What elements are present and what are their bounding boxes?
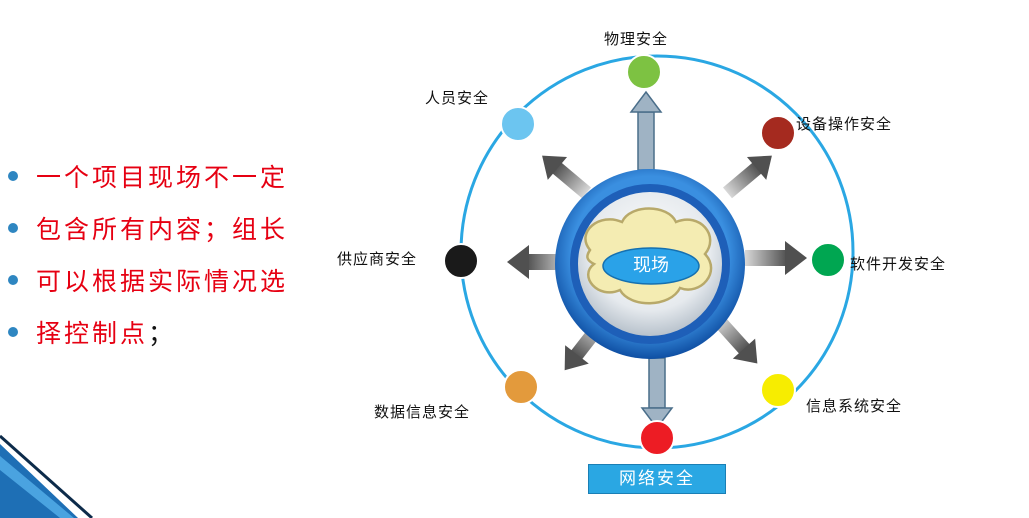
node-label-software-dev: 软件开发安全 (850, 255, 947, 273)
node-info-system (760, 372, 796, 408)
bullet-dot (8, 223, 18, 233)
center-label: 现场 (633, 255, 669, 276)
node-label-data-info: 数据信息安全 (374, 403, 471, 421)
center-ellipse (602, 247, 700, 285)
arrow-lower-right (713, 315, 758, 364)
list-item: 可以根据实际情况选 (8, 254, 328, 306)
bullet-text: 一个项目现场不一定 (36, 163, 289, 192)
node-label-info-system: 信息系统安全 (806, 397, 903, 415)
bullet-dot (8, 171, 18, 181)
bullet-text: 可以根据实际情况选 (36, 267, 289, 296)
list-item: 择控制点； (8, 306, 328, 358)
node-device-ops (760, 115, 796, 151)
node-physical (626, 54, 662, 90)
arrow-right (745, 241, 807, 275)
node-personnel (500, 106, 536, 142)
bullet-tail: ； (148, 319, 177, 348)
arrow-down (640, 357, 674, 430)
arrow-group (507, 90, 807, 430)
bullet-list: 一个项目现场不一定 包含所有内容；组长 可以根据实际情况选 择控制点； (8, 150, 328, 358)
node-network (639, 420, 675, 456)
node-data-info (503, 369, 539, 405)
node-supplier (443, 243, 479, 279)
list-item: 包含所有内容；组长 (8, 202, 328, 254)
node-group (443, 54, 846, 456)
node-label-physical: 物理安全 (604, 30, 669, 48)
node-label-personnel: 人员安全 (425, 89, 490, 107)
bullet-dot (8, 327, 18, 337)
bullet-text: 择控制点 (36, 319, 149, 348)
bullet-dot (8, 275, 18, 285)
node-label-supplier: 供应商安全 (337, 250, 418, 268)
network-label-box: 网络安全 (588, 464, 726, 494)
node-software-dev (810, 242, 846, 278)
arrow-upper-left (542, 155, 592, 199)
list-item: 一个项目现场不一定 (8, 150, 328, 202)
arrow-upper-right (722, 155, 772, 199)
node-label-device-ops: 设备操作安全 (796, 115, 893, 133)
arrow-up (629, 90, 663, 171)
bullet-text: 包含所有内容；组长 (36, 215, 289, 244)
